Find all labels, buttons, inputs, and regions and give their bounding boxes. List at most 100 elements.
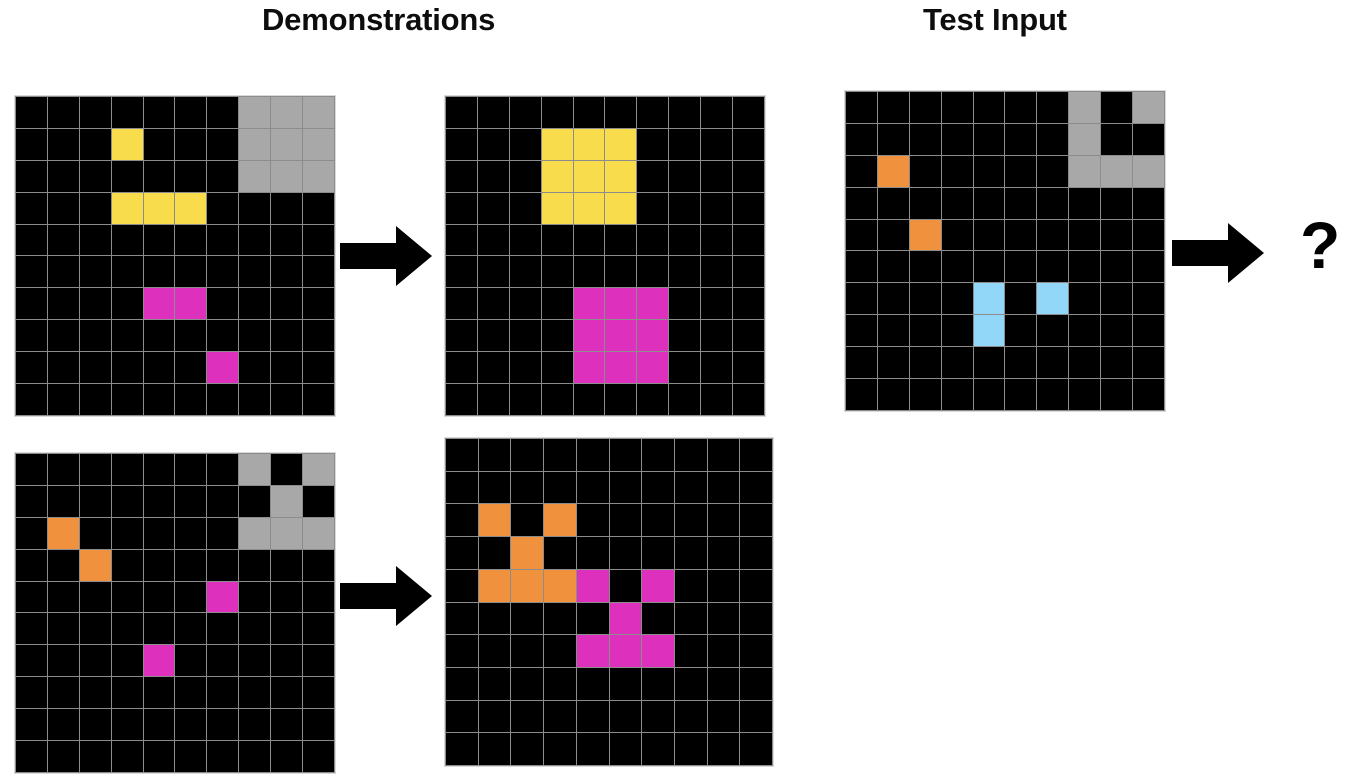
cell-gray[interactable] [1069, 155, 1101, 187]
cell-black[interactable] [111, 485, 143, 517]
cell-black[interactable] [701, 97, 733, 128]
cell-black[interactable] [509, 224, 541, 256]
cell-black[interactable] [740, 667, 772, 700]
cell-black[interactable] [669, 288, 701, 320]
cell-black[interactable] [303, 224, 334, 256]
cell-black[interactable] [1005, 283, 1037, 315]
cell-black[interactable] [846, 251, 877, 283]
cell-black[interactable] [271, 645, 303, 677]
cell-black[interactable] [303, 581, 334, 613]
cell-black[interactable] [674, 667, 707, 700]
cell-black[interactable] [707, 635, 740, 667]
cell-black[interactable] [973, 251, 1005, 283]
cell-magenta[interactable] [576, 569, 609, 602]
cell-black[interactable] [239, 320, 271, 352]
cell-black[interactable] [973, 155, 1005, 187]
cell-black[interactable] [573, 256, 605, 288]
cell-orange[interactable] [511, 569, 544, 602]
cell-black[interactable] [637, 384, 669, 415]
cell-black[interactable] [669, 320, 701, 352]
cell-black[interactable] [47, 709, 79, 741]
cell-black[interactable] [239, 288, 271, 320]
cell-black[interactable] [446, 352, 477, 384]
cell-orange[interactable] [478, 504, 511, 537]
cell-black[interactable] [239, 581, 271, 613]
cell-black[interactable] [143, 320, 175, 352]
cell-black[interactable] [207, 224, 239, 256]
cell-black[interactable] [16, 485, 47, 517]
cell-black[interactable] [207, 741, 239, 772]
cell-black[interactable] [1037, 187, 1069, 219]
cell-black[interactable] [576, 504, 609, 537]
cell-black[interactable] [941, 123, 973, 155]
cell-black[interactable] [669, 192, 701, 224]
cell-gray[interactable] [1069, 123, 1101, 155]
cell-gray[interactable] [1069, 92, 1101, 123]
cell-black[interactable] [47, 352, 79, 384]
cell-black[interactable] [271, 549, 303, 581]
cell-magenta[interactable] [576, 635, 609, 667]
cell-black[interactable] [674, 504, 707, 537]
cell-black[interactable] [111, 97, 143, 128]
cell-black[interactable] [1037, 219, 1069, 251]
cell-black[interactable] [271, 224, 303, 256]
cell-black[interactable] [605, 97, 637, 128]
cell-black[interactable] [707, 700, 740, 733]
cell-black[interactable] [446, 288, 477, 320]
cell-black[interactable] [446, 569, 478, 602]
cell-black[interactable] [1037, 123, 1069, 155]
cell-black[interactable] [175, 384, 207, 415]
cell-black[interactable] [478, 602, 511, 635]
cell-black[interactable] [143, 613, 175, 645]
cell-black[interactable] [477, 384, 509, 415]
cell-black[interactable] [740, 537, 772, 569]
cell-black[interactable] [1037, 347, 1069, 379]
cell-black[interactable] [207, 192, 239, 224]
cell-gray[interactable] [239, 517, 271, 549]
cell-black[interactable] [541, 384, 573, 415]
cell-black[interactable] [478, 537, 511, 569]
cell-black[interactable] [271, 454, 303, 485]
cell-black[interactable] [576, 471, 609, 504]
cell-gray[interactable] [303, 97, 334, 128]
cell-black[interactable] [1101, 283, 1133, 315]
cell-black[interactable] [446, 733, 478, 765]
cell-black[interactable] [576, 439, 609, 471]
cell-black[interactable] [175, 454, 207, 485]
cell-black[interactable] [669, 256, 701, 288]
cell-black[interactable] [733, 128, 764, 160]
cell-black[interactable] [846, 379, 877, 410]
cell-black[interactable] [16, 581, 47, 613]
cell-black[interactable] [271, 320, 303, 352]
cell-black[interactable] [511, 471, 544, 504]
cell-black[interactable] [701, 320, 733, 352]
cell-black[interactable] [446, 320, 477, 352]
cell-magenta[interactable] [609, 635, 642, 667]
cell-black[interactable] [707, 667, 740, 700]
cell-black[interactable] [1037, 92, 1069, 123]
cell-black[interactable] [47, 256, 79, 288]
cell-black[interactable] [79, 709, 111, 741]
cell-black[interactable] [271, 741, 303, 772]
cell-blue[interactable] [1037, 283, 1069, 315]
cell-black[interactable] [1101, 347, 1133, 379]
cell-black[interactable] [207, 320, 239, 352]
cell-black[interactable] [47, 549, 79, 581]
cell-black[interactable] [701, 224, 733, 256]
cell-black[interactable] [303, 485, 334, 517]
cell-black[interactable] [143, 97, 175, 128]
cell-black[interactable] [47, 454, 79, 485]
cell-black[interactable] [79, 677, 111, 709]
cell-black[interactable] [1133, 251, 1164, 283]
cell-black[interactable] [303, 320, 334, 352]
cell-black[interactable] [707, 537, 740, 569]
cell-black[interactable] [509, 192, 541, 224]
cell-black[interactable] [846, 283, 877, 315]
cell-black[interactable] [477, 128, 509, 160]
cell-magenta[interactable] [207, 352, 239, 384]
cell-black[interactable] [175, 581, 207, 613]
cell-black[interactable] [303, 613, 334, 645]
cell-black[interactable] [16, 320, 47, 352]
cell-gray[interactable] [239, 160, 271, 192]
cell-black[interactable] [909, 283, 941, 315]
